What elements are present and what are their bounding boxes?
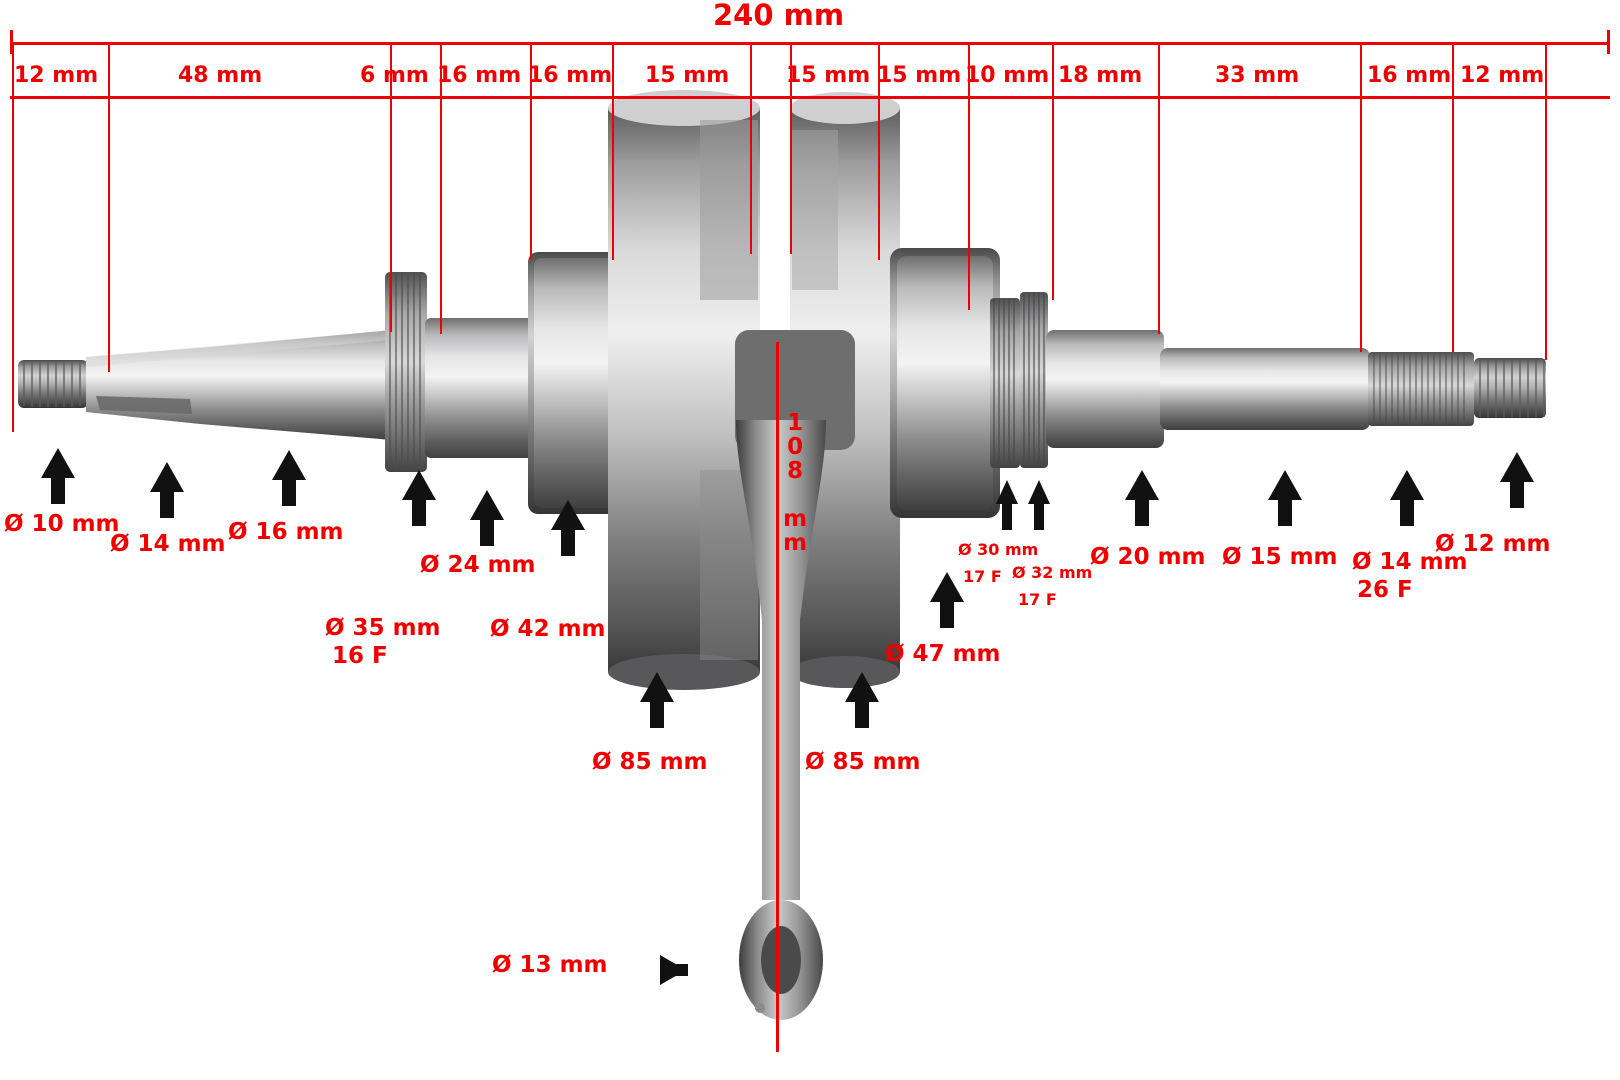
spline-count-label-16f: 16 F: [332, 643, 388, 669]
vertical-dimension-rule: [776, 342, 779, 1052]
spline-count-label-26f: 26 F: [1357, 577, 1413, 603]
pointer-arrow-up: [1268, 470, 1302, 526]
extension-tick: [1452, 42, 1454, 352]
diameter-label-4: Ø 35 mm: [325, 615, 441, 641]
pointer-arrow-up: [640, 672, 674, 728]
segment-label-8: 10 mm: [965, 63, 1050, 88]
overall-dimension-rule: [10, 42, 1610, 45]
diameter-label-19: Ø 13 mm: [492, 952, 608, 978]
spline-count-label-17f-b: 17 F: [1018, 590, 1057, 609]
segment-label-12: 12 mm: [1460, 63, 1545, 88]
pointer-arrow-up: [150, 462, 184, 518]
pointer-arrow-up: [470, 490, 504, 546]
pointer-arrow-up: [1125, 470, 1159, 526]
segment-label-11: 16 mm: [1367, 63, 1452, 88]
pointer-arrow-up: [1390, 470, 1424, 526]
vertical-length-label: 108 mm: [782, 410, 809, 554]
extension-tick: [612, 42, 614, 260]
diameter-label-6: Ø 42 mm: [490, 616, 606, 642]
extension-tick: [108, 42, 110, 372]
pointer-arrow-up-small: [1028, 480, 1050, 530]
diameter-label-3: Ø 24 mm: [420, 552, 536, 578]
diameter-label-10: Ø 30 mm: [958, 540, 1039, 559]
segment-label-2: 6 mm: [360, 63, 429, 88]
diameter-label-9: Ø 47 mm: [885, 641, 1001, 667]
segment-label-10: 33 mm: [1215, 63, 1300, 88]
diameter-label-14: Ø 20 mm: [1090, 544, 1206, 570]
overall-tick-left: [10, 30, 13, 54]
extension-tick: [12, 42, 14, 432]
extension-tick: [968, 42, 970, 310]
segment-label-5: 15 mm: [645, 63, 730, 88]
diameter-label-0: Ø 10 mm: [4, 511, 120, 537]
pointer-arrow-up: [845, 672, 879, 728]
segment-label-7: 15 mm: [877, 63, 962, 88]
extension-tick: [1052, 42, 1054, 300]
spline-count-label-17f-a: 17 F: [963, 567, 1002, 586]
segment-label-0: 12 mm: [14, 63, 99, 88]
extension-tick: [530, 42, 532, 260]
segment-label-9: 18 mm: [1058, 63, 1143, 88]
overall-length-label: 240 mm: [713, 0, 845, 32]
segment-label-3: 16 mm: [437, 63, 522, 88]
extension-tick: [1360, 42, 1362, 352]
segment-label-4: 16 mm: [528, 63, 613, 88]
pointer-arrow-right: [660, 955, 688, 985]
diameter-label-12: Ø 32 mm: [1012, 563, 1093, 582]
extension-tick: [750, 42, 752, 254]
pointer-arrow-up: [402, 470, 436, 526]
extension-tick: [440, 42, 442, 334]
diameter-label-1: Ø 14 mm: [110, 531, 226, 557]
extension-tick: [878, 42, 880, 260]
diameter-label-8: Ø 85 mm: [805, 749, 921, 775]
pointer-arrow-up: [41, 448, 75, 504]
segment-label-6: 15 mm: [786, 63, 871, 88]
segment-dimension-rule: [10, 96, 1610, 99]
pointer-arrow-up: [272, 450, 306, 506]
pointer-arrow-up: [930, 572, 964, 628]
extension-tick: [790, 42, 792, 254]
diameter-label-7: Ø 85 mm: [592, 749, 708, 775]
extension-tick: [1545, 42, 1547, 360]
pointer-arrow-up: [1500, 452, 1534, 508]
pointer-arrow-up: [551, 500, 585, 556]
diameter-label-18: Ø 12 mm: [1435, 531, 1551, 557]
diameter-label-16: Ø 14 mm: [1352, 549, 1468, 575]
overall-tick-right: [1607, 30, 1610, 54]
diameter-label-15: Ø 15 mm: [1222, 544, 1338, 570]
diameter-label-2: Ø 16 mm: [228, 519, 344, 545]
pointer-arrow-up-small: [996, 480, 1018, 530]
extension-tick: [390, 42, 392, 332]
extension-tick: [1158, 42, 1160, 334]
segment-label-1: 48 mm: [178, 63, 263, 88]
